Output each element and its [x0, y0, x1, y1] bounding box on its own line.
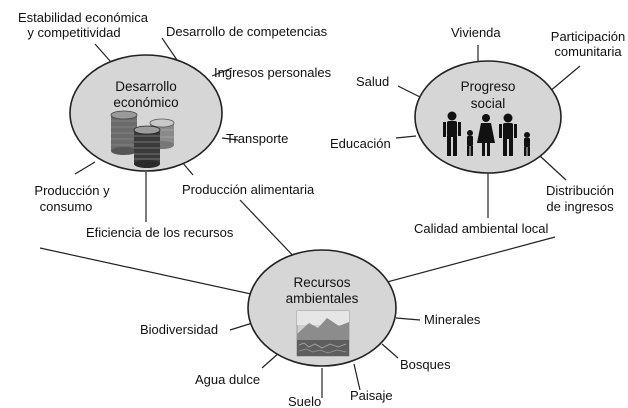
label-skills: Desarrollo de competencias: [166, 24, 328, 39]
spoke-production: [74, 161, 96, 175]
economic-development-ellipse: [69, 54, 223, 172]
label-forests: Bosques: [400, 357, 451, 372]
label-food: Producción alimentaria: [182, 182, 315, 197]
label-minerals: Minerales: [424, 312, 481, 327]
link-economic-environmental: [39, 247, 261, 297]
spoke-skills: [161, 37, 178, 61]
label-distribution-line2: de ingresos: [546, 199, 614, 214]
label-transport: Transporte: [226, 131, 288, 146]
link-social-environmental: [375, 236, 556, 286]
label-landscape: Paisaje: [350, 388, 393, 403]
label-health: Salud: [356, 74, 389, 89]
label-housing: Vivienda: [451, 25, 501, 40]
spoke-minerals: [395, 317, 421, 321]
link-food-environmental: [239, 199, 301, 264]
economic-title-line1: Desarrollo: [115, 79, 177, 94]
label-participation-line2: comunitaria: [554, 44, 622, 59]
social-title-line2: social: [471, 96, 506, 111]
label-education: Educación: [330, 136, 391, 151]
family-silhouette-icon: [443, 111, 530, 156]
environmental-resources-ellipse: [247, 249, 397, 367]
spoke-forests: [381, 343, 399, 359]
label-income: Ingresos personales: [214, 65, 332, 80]
economic-title-line2: económico: [113, 95, 178, 110]
environmental-title-line1: Recursos: [293, 275, 350, 290]
spoke-transport: [221, 137, 239, 141]
spoke-income: [211, 67, 233, 77]
label-soil: Suelo: [288, 394, 321, 408]
coin-stacks-icon: [110, 110, 175, 168]
spoke-landscape: [353, 363, 361, 391]
label-stability-line2: y competitividad: [27, 25, 120, 40]
spoke-education: [395, 135, 417, 139]
label-distribution-line1: Distribución: [546, 183, 614, 198]
label-stability-line1: Estabilidad económica: [18, 10, 149, 25]
environmental-title-line2: ambientales: [286, 291, 359, 306]
label-efficiency: Eficiencia de los recursos: [86, 225, 234, 240]
label-freshwater: Agua dulce: [195, 372, 260, 387]
spoke-distribution: [539, 155, 567, 181]
label-production-line2: consumo: [40, 199, 93, 214]
label-biodiversity: Biodiversidad: [140, 322, 218, 337]
spoke-health: [397, 85, 423, 99]
spoke-participation: [548, 65, 581, 93]
landscape-photo-icon: [296, 310, 350, 357]
label-participation-line1: Participación: [551, 29, 625, 44]
label-production-line1: Producción y: [34, 183, 110, 198]
social-title-line1: Progreso: [461, 79, 516, 94]
label-env-quality: Calidad ambiental local: [414, 221, 549, 236]
